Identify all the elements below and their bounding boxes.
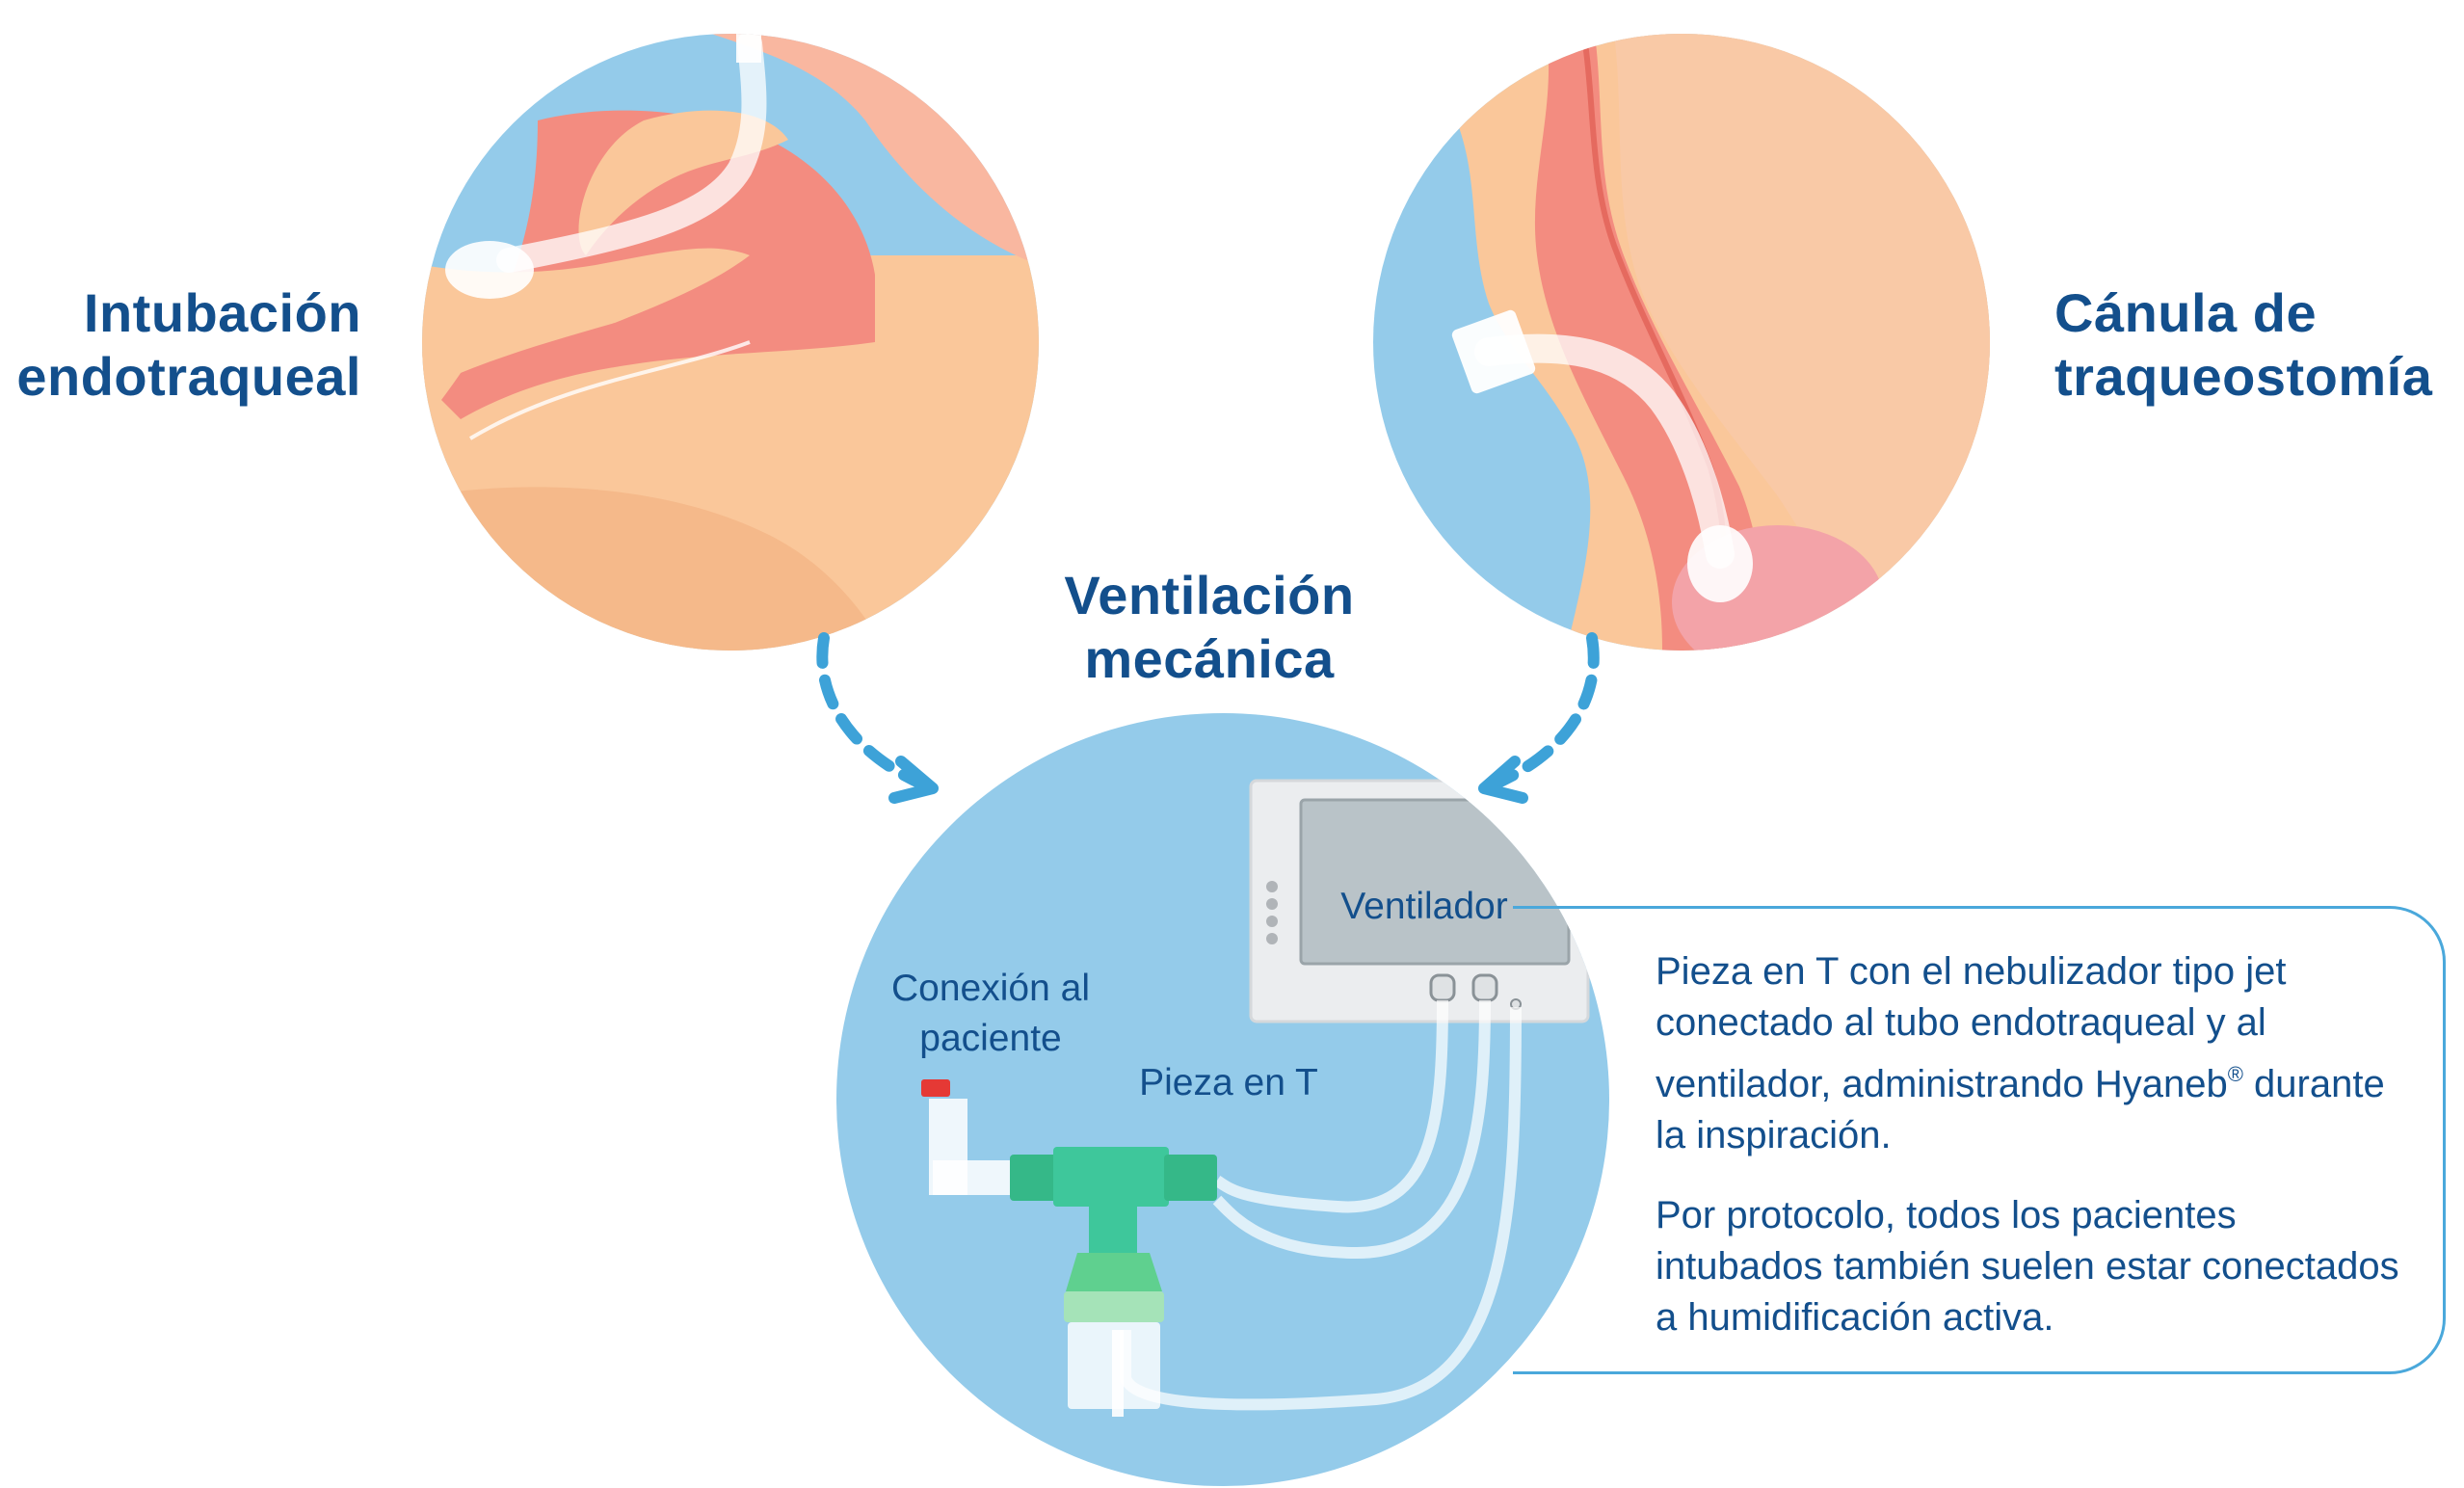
intubation-anatomy-icon xyxy=(422,34,1039,651)
ventilation-setup-icon xyxy=(921,779,1590,1417)
callout-p1-text: Pieza en T con el nebulizador tipo jet c… xyxy=(1656,950,2287,1105)
label-conexion-paciente: Conexión al paciente xyxy=(891,964,1090,1064)
title-ventilacion: Ventilación mecánica xyxy=(1064,564,1354,691)
title-canula-line1: Cánula de xyxy=(2054,282,2318,343)
title-intubacion-line1: Intubación xyxy=(83,282,361,343)
callout-text: Pieza en T con el nebulizador tipo jet c… xyxy=(1656,946,2407,1372)
label-pieza-en-t: Pieza en T xyxy=(1139,1062,1318,1103)
callout-paragraph-2: Por protocolo, todos los pacientes intub… xyxy=(1656,1194,2399,1339)
callout-p1-end: durante la inspiración. xyxy=(1656,1063,2385,1156)
tracheostomy-anatomy-icon xyxy=(1445,34,1990,651)
title-canula: Cánula de traqueostomía xyxy=(2054,281,2432,409)
title-ventilacion-line1: Ventilación xyxy=(1064,565,1355,625)
title-ventilacion-line2: mecánica xyxy=(1084,628,1335,689)
title-intubacion: Intubación endotraqueal xyxy=(16,281,361,409)
callout-frame xyxy=(1513,906,2446,1374)
label-ventilador: Ventilador xyxy=(1340,886,1508,927)
label-conexion-line2: paciente xyxy=(919,1018,1062,1059)
ventilation-illustration xyxy=(836,713,1609,1486)
callout-paragraph-1: Pieza en T con el nebulizador tipo jet c… xyxy=(1656,946,2407,1161)
t-piece-icon xyxy=(921,1079,1217,1255)
title-intubacion-line2: endotraqueal xyxy=(16,346,361,407)
nebulizer-icon xyxy=(1064,1253,1164,1417)
registered-mark: ® xyxy=(2227,1062,2243,1086)
label-conexion-line1: Conexión al xyxy=(891,968,1090,1009)
title-canula-line2: traqueostomía xyxy=(2054,346,2433,407)
intubation-illustration xyxy=(422,34,1039,651)
ventilator-icon xyxy=(1249,779,1590,1023)
tracheostomy-illustration xyxy=(1373,34,1990,651)
